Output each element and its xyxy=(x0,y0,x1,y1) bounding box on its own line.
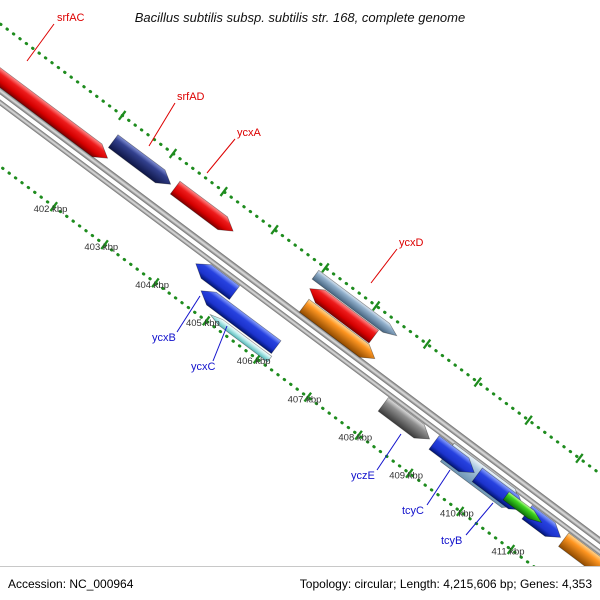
ruler-tick xyxy=(168,148,178,159)
gene-label-yczE[interactable]: yczE xyxy=(351,470,375,482)
tick-label: 405 kbp xyxy=(186,318,220,329)
tick-label: 408 kbp xyxy=(338,432,372,443)
ruler-tick xyxy=(354,430,363,441)
tick-label: 411 kbp xyxy=(491,547,524,558)
ruler-dotted-line xyxy=(0,0,600,555)
tick-label: 410 kbp xyxy=(440,509,474,520)
label-leader-line xyxy=(26,23,55,62)
gene-arrow-ycxC[interactable] xyxy=(196,284,282,355)
gene-arrow[interactable] xyxy=(558,532,600,600)
status-accession: Accession: NC_000964 xyxy=(8,576,134,591)
tick-label: 406 kbp xyxy=(237,356,271,367)
status-bar: Accession: NC_000964 Topology: circular;… xyxy=(0,566,600,600)
ruler-tick xyxy=(151,277,160,288)
gene-arrow-tcyC[interactable] xyxy=(428,435,479,480)
gene-label-tcyC[interactable]: tcyC xyxy=(402,505,424,517)
gene-label-ycxD[interactable]: ycxD xyxy=(399,237,424,249)
gene-arrow[interactable] xyxy=(502,491,545,527)
gene-arrow[interactable] xyxy=(208,312,273,363)
ruler-tick xyxy=(473,377,483,388)
gene-arrow-yczE[interactable] xyxy=(377,397,434,446)
tick-label: 409 kbp xyxy=(389,471,423,482)
gene-label-srfAC[interactable]: srfAC xyxy=(57,12,85,24)
ruler-tick xyxy=(524,415,533,426)
label-leader-line xyxy=(148,102,176,147)
ruler-tick xyxy=(321,262,330,273)
tick-label: 402 kbp xyxy=(34,204,68,215)
ruler-tick xyxy=(201,315,211,326)
backbone-line xyxy=(0,19,600,600)
gene-label-ycxA[interactable]: ycxA xyxy=(237,127,262,139)
ruler-tick xyxy=(506,544,516,555)
gene-arrow-ycxA[interactable] xyxy=(169,180,238,237)
backbone-line xyxy=(0,11,600,599)
label-leader-line xyxy=(465,502,494,536)
ruler-tick xyxy=(270,224,279,235)
gene-label-srfAD[interactable]: srfAD xyxy=(177,91,205,103)
label-leader-line xyxy=(176,295,201,333)
gene-arrow-ycxD[interactable] xyxy=(305,282,380,344)
label-leader-line xyxy=(370,248,398,284)
ruler-tick xyxy=(371,300,381,311)
status-summary: Topology: circular; Length: 4,215,606 bp… xyxy=(299,576,592,591)
map-labels: 402 kbp 403 kbp 404 kbp 405 kbp 406 kbp 407 k… xyxy=(26,12,525,558)
ruler-tick xyxy=(49,201,59,212)
gene-label-tcyB[interactable]: tcyB xyxy=(441,535,462,547)
ruler-tick xyxy=(117,110,127,121)
gene-label-ycxC[interactable]: ycxC xyxy=(191,361,216,373)
tick-label: 404 kbp xyxy=(135,280,169,291)
ruler-tick xyxy=(303,392,313,403)
ruler-dotted-line xyxy=(0,61,600,600)
gene-arrow-ycxB[interactable] xyxy=(191,257,241,301)
gene-label-ycxB[interactable]: ycxB xyxy=(152,332,176,344)
gene-arrow[interactable] xyxy=(311,269,400,340)
ruler-tick xyxy=(575,453,584,464)
label-leader-line xyxy=(206,138,236,174)
ruler-tick xyxy=(219,186,229,197)
label-leader-line xyxy=(426,469,451,506)
ruler-tick xyxy=(422,338,432,350)
ruler-tick xyxy=(405,468,414,479)
ruler-tick xyxy=(252,353,262,365)
gene-arrow-srfAC[interactable] xyxy=(0,35,112,165)
label-leader-line xyxy=(376,433,402,471)
gene-arrow[interactable] xyxy=(298,298,379,365)
gene-arrow-srfAD[interactable] xyxy=(107,134,175,191)
tick-label: 403 kbp xyxy=(84,242,118,253)
label-leader-line xyxy=(212,325,228,362)
ruler-tick xyxy=(100,239,109,250)
tick-label: 407 kbp xyxy=(288,394,322,405)
map-title: Bacillus subtilis subsp. subtilis str. 1… xyxy=(135,10,465,25)
ruler-tick xyxy=(455,506,465,517)
